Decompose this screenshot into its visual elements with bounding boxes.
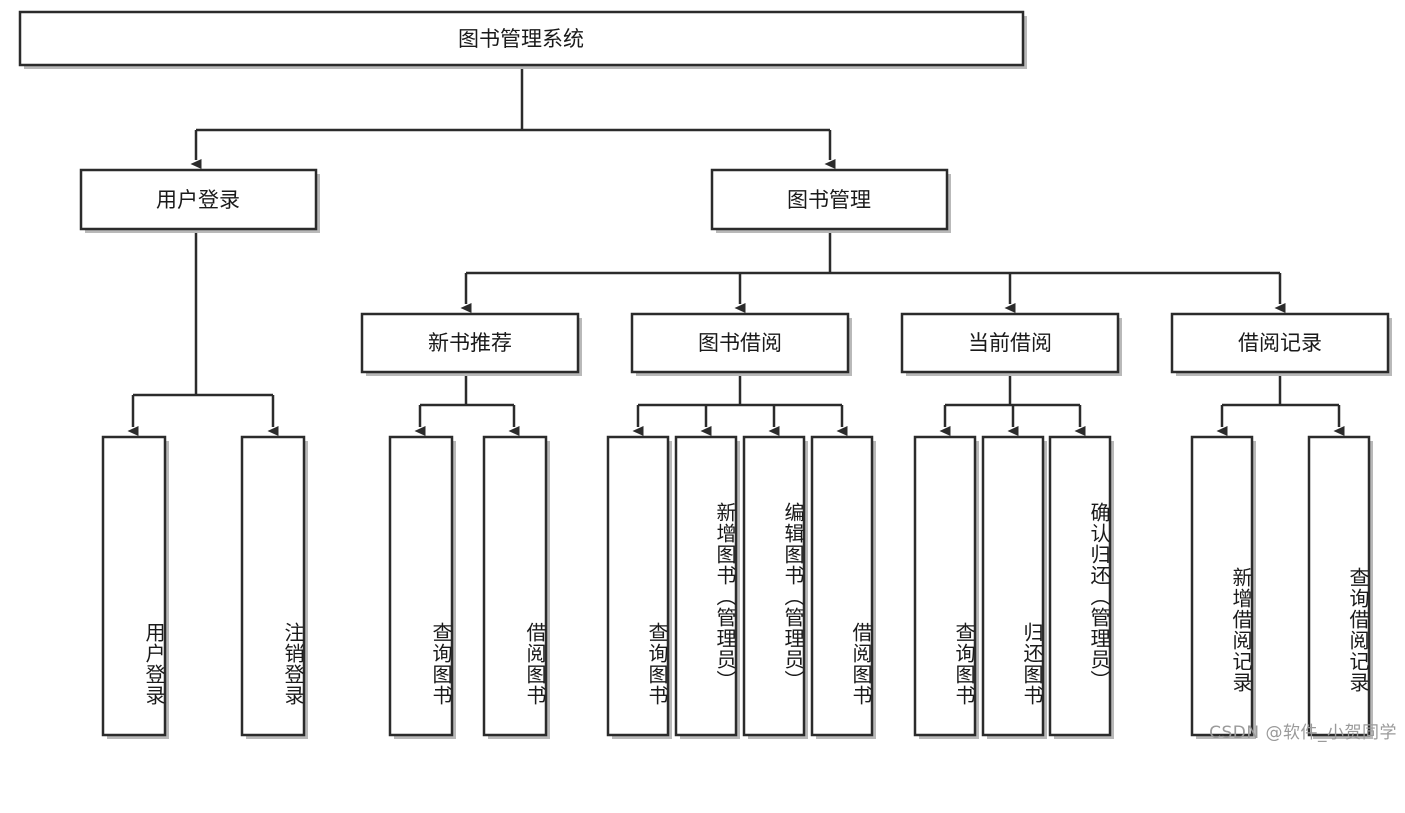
leaf-box-query-record[interactable] — [1307, 435, 1371, 737]
leaf-box-user-login[interactable] — [101, 435, 167, 737]
node-book-manage-box[interactable] — [710, 168, 949, 231]
leaf-box-borrow-book-2[interactable] — [810, 435, 874, 737]
node-root-box[interactable] — [18, 10, 1025, 67]
flowchart-diagram: 图书管理系统 用户登录 图书管理 新书推荐 图书借阅 当前借阅 — [18, 10, 1397, 743]
leaf-box-add-record[interactable] — [1190, 435, 1254, 737]
leaf-box-add-book[interactable] — [674, 435, 738, 737]
leaf-box-query-book-1[interactable] — [388, 435, 454, 737]
node-current-borrow-box[interactable] — [900, 312, 1120, 374]
node-current-borrow[interactable]: 当前借阅 — [900, 312, 1122, 376]
node-book-manage[interactable]: 图书管理 — [710, 168, 951, 233]
node-book-borrow-label: 图书借阅 — [698, 331, 782, 355]
leaf-box-query-book-2[interactable] — [606, 435, 670, 737]
node-user-login[interactable]: 用户登录 — [79, 168, 320, 233]
node-book-manage-label: 图书管理 — [787, 188, 871, 212]
node-book-borrow-box[interactable] — [630, 312, 850, 374]
leaf-box-user-logout[interactable] — [240, 435, 306, 737]
node-book-borrow[interactable]: 图书借阅 — [630, 312, 852, 376]
node-new-book-recommend-box[interactable] — [360, 312, 580, 374]
watermark-text: CSDN @软件_小贺同学 — [1209, 723, 1397, 743]
node-user-login-box[interactable] — [79, 168, 318, 231]
node-borrow-record-label: 借阅记录 — [1238, 331, 1322, 355]
leaf-box-borrow-book-1[interactable] — [482, 435, 548, 737]
node-user-login-label: 用户登录 — [156, 188, 240, 212]
diagram-canvas: 图书管理系统 用户登录 图书管理 新书推荐 图书借阅 当前借阅 — [18, 10, 1392, 739]
node-current-borrow-label: 当前借阅 — [968, 331, 1052, 355]
node-root-label: 图书管理系统 — [458, 27, 584, 51]
leaf-box-query-book-3[interactable] — [913, 435, 977, 737]
leaf-box-return-book[interactable] — [981, 435, 1045, 737]
node-root[interactable]: 图书管理系统 — [18, 10, 1027, 69]
leaf-box-edit-book[interactable] — [742, 435, 806, 737]
node-new-book-recommend-label: 新书推荐 — [428, 331, 512, 355]
node-borrow-record-box[interactable] — [1170, 312, 1390, 374]
node-borrow-record[interactable]: 借阅记录 — [1170, 312, 1392, 376]
edge-group — [127, 68, 1345, 436]
node-new-book-recommend[interactable]: 新书推荐 — [360, 312, 582, 376]
leaf-box-confirm-return[interactable] — [1048, 435, 1112, 737]
leaf-boxes — [101, 435, 1373, 739]
